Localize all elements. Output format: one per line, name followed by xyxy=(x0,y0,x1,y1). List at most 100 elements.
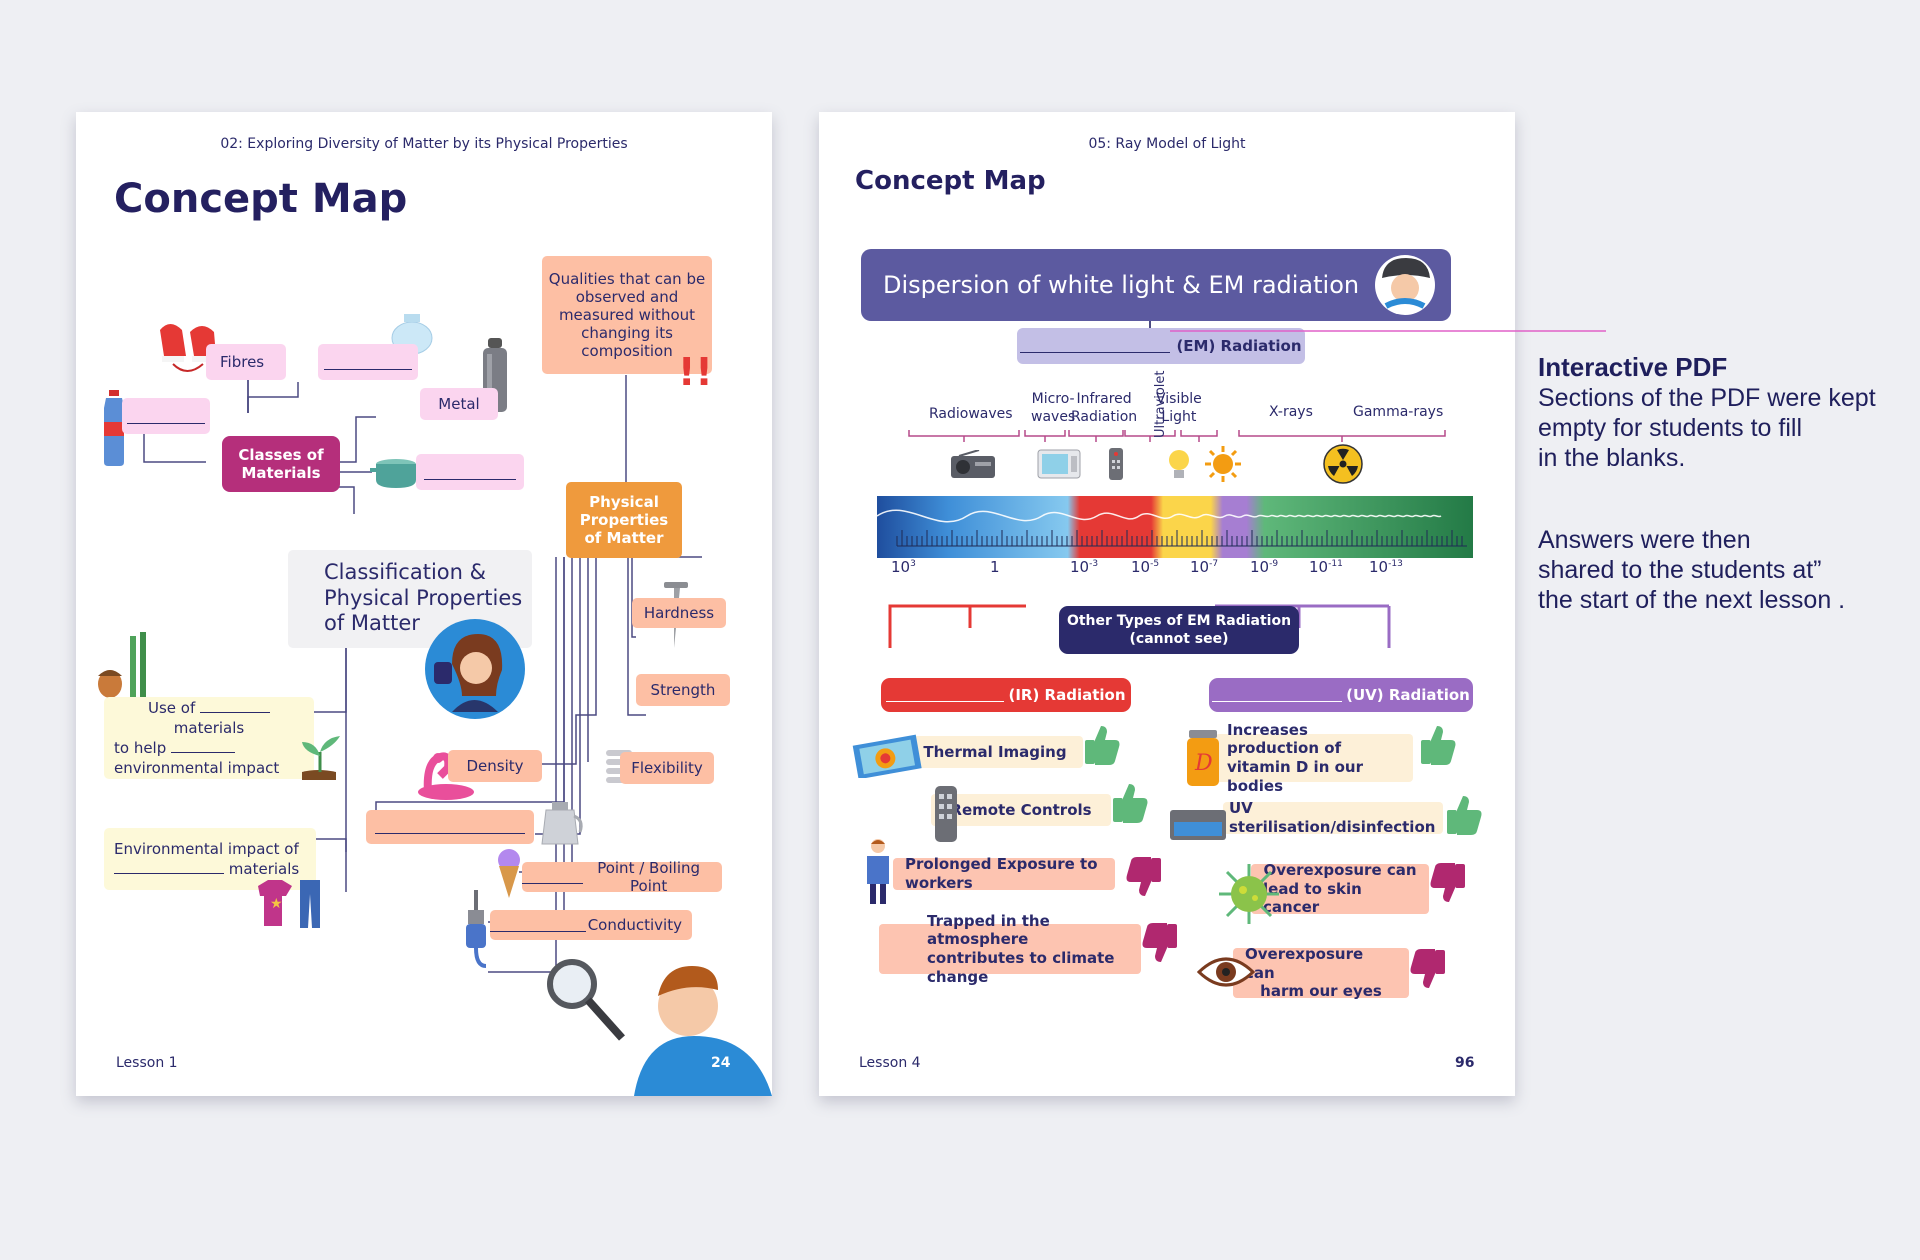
worker-icon xyxy=(867,839,889,904)
materials-label: materials xyxy=(173,718,245,737)
density-label: Density xyxy=(466,757,524,775)
center-line1: Classification & xyxy=(324,560,487,584)
use-of-materials-box[interactable]: Use of materials to help environmental i… xyxy=(104,697,314,779)
thumbs-down-icon xyxy=(1142,923,1177,962)
thumbs-down-icon xyxy=(1430,863,1465,902)
tv-remote-icon xyxy=(935,786,957,842)
thumbs-up-icon xyxy=(1447,796,1482,835)
microwave-icon xyxy=(1037,449,1081,479)
conductivity-box[interactable]: Conductivity xyxy=(490,910,692,940)
exclamation-icon: !! xyxy=(678,350,713,394)
label-visible-1: Visible xyxy=(1156,391,1202,407)
metal-label: Metal xyxy=(438,395,480,413)
fibres-label: Fibres xyxy=(220,353,265,371)
blank-box-kettle[interactable] xyxy=(366,810,534,844)
boiling-point-box[interactable]: Point / Boiling Point xyxy=(522,859,722,895)
qualities-line3: measured without xyxy=(558,306,696,324)
uv-radiation-box[interactable]: (UV) Radiation xyxy=(1209,678,1473,712)
page-number: 24 xyxy=(711,1055,731,1071)
lightbulb-icon xyxy=(1169,450,1189,478)
girl-avatar-icon xyxy=(425,619,525,719)
seedling-icon xyxy=(302,736,340,780)
remote-controls-item: Remote Controls xyxy=(931,794,1111,826)
classes-line2: Materials xyxy=(241,464,321,482)
flexibility-box: Flexibility xyxy=(620,752,714,784)
thermal-imaging-item: Thermal Imaging xyxy=(907,736,1083,768)
plastic-bottle-icon xyxy=(104,390,124,466)
hardness-box: Hardness xyxy=(632,598,726,628)
strength-label: Strength xyxy=(650,681,716,699)
flexibility-label: Flexibility xyxy=(631,759,703,777)
qualities-box: Qualities that can be observed and measu… xyxy=(542,256,712,374)
scale-5: 10-7 xyxy=(1190,558,1219,576)
em-radiation-box[interactable]: (EM) Radiation xyxy=(1017,328,1305,364)
env-impact-of-box[interactable]: Environmental impact of materials xyxy=(104,828,316,890)
svg-text:★: ★ xyxy=(270,896,283,912)
side-para1-line3: in the blanks. xyxy=(1538,444,1686,473)
side-para2-line2: shared to the students at” xyxy=(1538,556,1822,585)
eyes-line2: harm our eyes xyxy=(1260,982,1382,1001)
side-para1-line1: Sections of the PDF were kept xyxy=(1538,384,1876,413)
thumbs-up-icon xyxy=(1085,726,1120,765)
label-visible-2: Light xyxy=(1161,409,1197,426)
blank-box-pot[interactable] xyxy=(416,454,524,490)
topic-banner: Dispersion of white light & EM radiation xyxy=(861,249,1451,321)
harm-eyes-item: Overexposure can harm our eyes xyxy=(1233,944,1409,1001)
remote-label: Remote Controls xyxy=(950,800,1092,819)
em-spectrum-bar xyxy=(877,496,1473,558)
qualities-line4: changing its xyxy=(581,324,673,342)
side-para2-line3: the start of the next lesson . xyxy=(1538,586,1846,615)
other-types-box: Other Types of EM Radiation (cannot see) xyxy=(1059,606,1299,654)
scale-1: 103 xyxy=(891,558,916,576)
banner-title: Dispersion of white light & EM radiation xyxy=(883,271,1360,299)
uv-sterilisation-item: UV sterilisation/disinfection xyxy=(1223,799,1443,836)
skin-cancer-item: Overexposure can lead to skin cancer xyxy=(1251,861,1429,916)
label-micro-1: Micro- xyxy=(1031,391,1075,407)
avatar-icon xyxy=(1375,255,1435,315)
trapped-atmosphere-item: Trapped in the atmosphere contributes to… xyxy=(879,912,1141,986)
hardness-label: Hardness xyxy=(643,604,715,622)
physical-line1: Physical xyxy=(589,493,659,511)
trapped-line1: Trapped in the atmosphere xyxy=(927,911,1050,949)
label-ultraviolet: Ultraviolet xyxy=(1153,370,1168,438)
acorn-bamboo-icon xyxy=(98,632,146,700)
qualities-line5: composition xyxy=(581,342,673,360)
boiling-point-label: Point / Boiling Point xyxy=(597,859,701,895)
other-line2: (cannot see) xyxy=(1129,631,1229,647)
scale-4: 10-5 xyxy=(1131,558,1160,576)
boy-magnifier-icon xyxy=(547,959,772,1096)
side-annotation: Interactive PDF Sections of the PDF were… xyxy=(1538,352,1876,615)
thermal-label: Thermal Imaging xyxy=(923,742,1067,761)
sun-icon xyxy=(1205,446,1241,482)
footer-lesson: Lesson 1 xyxy=(116,1055,178,1071)
svg-text:D: D xyxy=(1194,751,1213,776)
prolonged-exposure-item: Prolonged Exposure to workers xyxy=(893,855,1115,892)
fibres-box: Fibres xyxy=(206,344,286,380)
qualities-line1: Qualities that can be xyxy=(548,270,706,288)
blank-box-plastic[interactable] xyxy=(122,398,210,434)
ir-radiation-label: (IR) Radiation xyxy=(1008,686,1126,704)
prolonged-label: Prolonged Exposure to workers xyxy=(905,855,1098,892)
eyes-line1: Overexposure can xyxy=(1245,944,1364,982)
thermal-camera-icon xyxy=(852,734,922,778)
label-gamma: Gamma-rays xyxy=(1353,404,1444,420)
blank-box-glass[interactable] xyxy=(318,344,418,380)
physical-properties-box: Physical Properties of Matter xyxy=(566,482,682,558)
side-heading: Interactive PDF xyxy=(1538,352,1728,382)
ice-cream-icon xyxy=(498,849,520,898)
radio-icon xyxy=(951,450,995,478)
metal-box: Metal xyxy=(420,388,498,420)
kettle-icon xyxy=(541,802,583,845)
label-infra-2: Radiation xyxy=(1071,409,1138,426)
ir-radiation-box[interactable]: (IR) Radiation xyxy=(881,678,1131,712)
callout-line xyxy=(1170,330,1606,332)
virus-icon xyxy=(1219,864,1279,924)
pot-icon xyxy=(370,459,422,488)
vitd-line1: Increases production of xyxy=(1227,720,1342,758)
label-xrays: X-rays xyxy=(1269,404,1313,420)
side-para1-line2: empty for students to fill xyxy=(1538,414,1803,443)
scale-2: 1 xyxy=(990,558,1000,576)
footer-lesson: Lesson 4 xyxy=(859,1055,921,1071)
uvster-label: UV sterilisation/disinfection xyxy=(1229,799,1436,836)
